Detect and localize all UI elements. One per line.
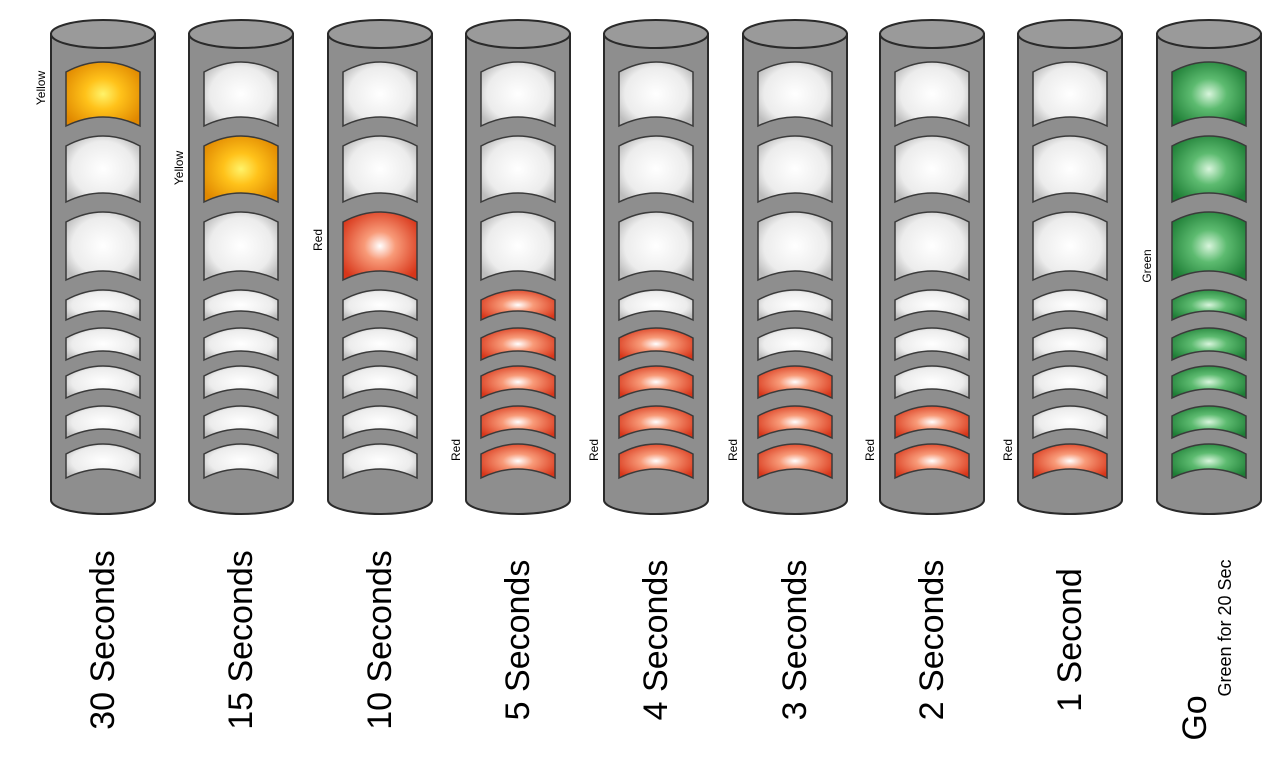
light-cell-green-on [1171, 135, 1247, 204]
light-cell-green-on [1171, 405, 1247, 440]
light-cell-yellow-on [203, 135, 279, 204]
light-cell-green-on [1171, 211, 1247, 282]
light-cell-off [757, 327, 833, 362]
light-cell-green-on [1171, 61, 1247, 128]
light-tube [879, 19, 985, 515]
light-cell-off [894, 135, 970, 204]
light-cell-off [203, 443, 279, 480]
light-cell-off [1032, 365, 1108, 400]
tube-top-cap [742, 19, 848, 49]
light-cell-off [894, 365, 970, 400]
light-cell-green-on [1171, 365, 1247, 400]
light-tube [1017, 19, 1123, 515]
light-cell-red-on [342, 211, 418, 282]
light-cell-off [618, 61, 694, 128]
light-cell-off [1032, 211, 1108, 282]
light-cell-off [618, 135, 694, 204]
light-cell-off [342, 405, 418, 440]
light-cell-red-on [757, 365, 833, 400]
light-cell-off [757, 135, 833, 204]
light-cell-off [342, 135, 418, 204]
light-cell-off [65, 405, 141, 440]
light-tube [1156, 19, 1262, 515]
light-cell-off [342, 327, 418, 362]
light-cell-green-on [1171, 327, 1247, 362]
light-cell-off [203, 211, 279, 282]
light-cell-yellow-on [65, 61, 141, 128]
light-cell-off [203, 327, 279, 362]
light-cell-off [1032, 289, 1108, 322]
light-cell-off [480, 135, 556, 204]
light-cell-red-on [480, 289, 556, 322]
light-cell-red-on [757, 405, 833, 440]
tube-top-cap [1156, 19, 1262, 49]
light-cell-off [65, 443, 141, 480]
light-cell-off [203, 289, 279, 322]
tube-top-cap [50, 19, 156, 49]
light-cell-off [894, 327, 970, 362]
light-cell-red-on [618, 365, 694, 400]
light-tube [465, 19, 571, 515]
light-cell-off [757, 289, 833, 322]
light-tube [50, 19, 156, 515]
light-cell-red-on [480, 405, 556, 440]
light-cell-off [203, 365, 279, 400]
light-cell-off [480, 211, 556, 282]
light-cell-off [757, 211, 833, 282]
light-cell-red-on [480, 327, 556, 362]
light-cell-off [203, 405, 279, 440]
light-cell-red-on [618, 327, 694, 362]
light-cell-off [894, 289, 970, 322]
tube-top-cap [603, 19, 709, 49]
light-cell-off [65, 327, 141, 362]
light-cell-red-on [480, 443, 556, 480]
light-cell-red-on [894, 443, 970, 480]
light-cell-off [618, 289, 694, 322]
tube-top-cap [188, 19, 294, 49]
light-cell-red-on [757, 443, 833, 480]
light-cell-off [1032, 405, 1108, 440]
light-tube [603, 19, 709, 515]
light-cell-off [618, 211, 694, 282]
light-cell-off [480, 61, 556, 128]
light-cell-off [342, 61, 418, 128]
light-cell-off [1032, 61, 1108, 128]
light-cell-red-on [894, 405, 970, 440]
light-cell-off [65, 211, 141, 282]
light-tube [188, 19, 294, 515]
light-cell-off [1032, 135, 1108, 204]
tube-top-cap [465, 19, 571, 49]
tube-top-cap [879, 19, 985, 49]
light-cell-off [65, 135, 141, 204]
light-cell-red-on [618, 405, 694, 440]
light-cell-off [894, 61, 970, 128]
light-cell-off [894, 211, 970, 282]
light-cell-off [342, 443, 418, 480]
light-cell-green-on [1171, 443, 1247, 480]
light-tube [327, 19, 433, 515]
light-cell-green-on [1171, 289, 1247, 322]
light-cell-off [1032, 327, 1108, 362]
light-cell-red-on [480, 365, 556, 400]
tube-top-cap [327, 19, 433, 49]
light-cell-off [342, 365, 418, 400]
light-cell-off [757, 61, 833, 128]
light-cell-off [65, 289, 141, 322]
light-cell-red-on [1032, 443, 1108, 480]
light-cell-red-on [618, 443, 694, 480]
light-cell-off [203, 61, 279, 128]
light-tube [742, 19, 848, 515]
tube-top-cap [1017, 19, 1123, 49]
light-cell-off [342, 289, 418, 322]
light-cell-off [65, 365, 141, 400]
